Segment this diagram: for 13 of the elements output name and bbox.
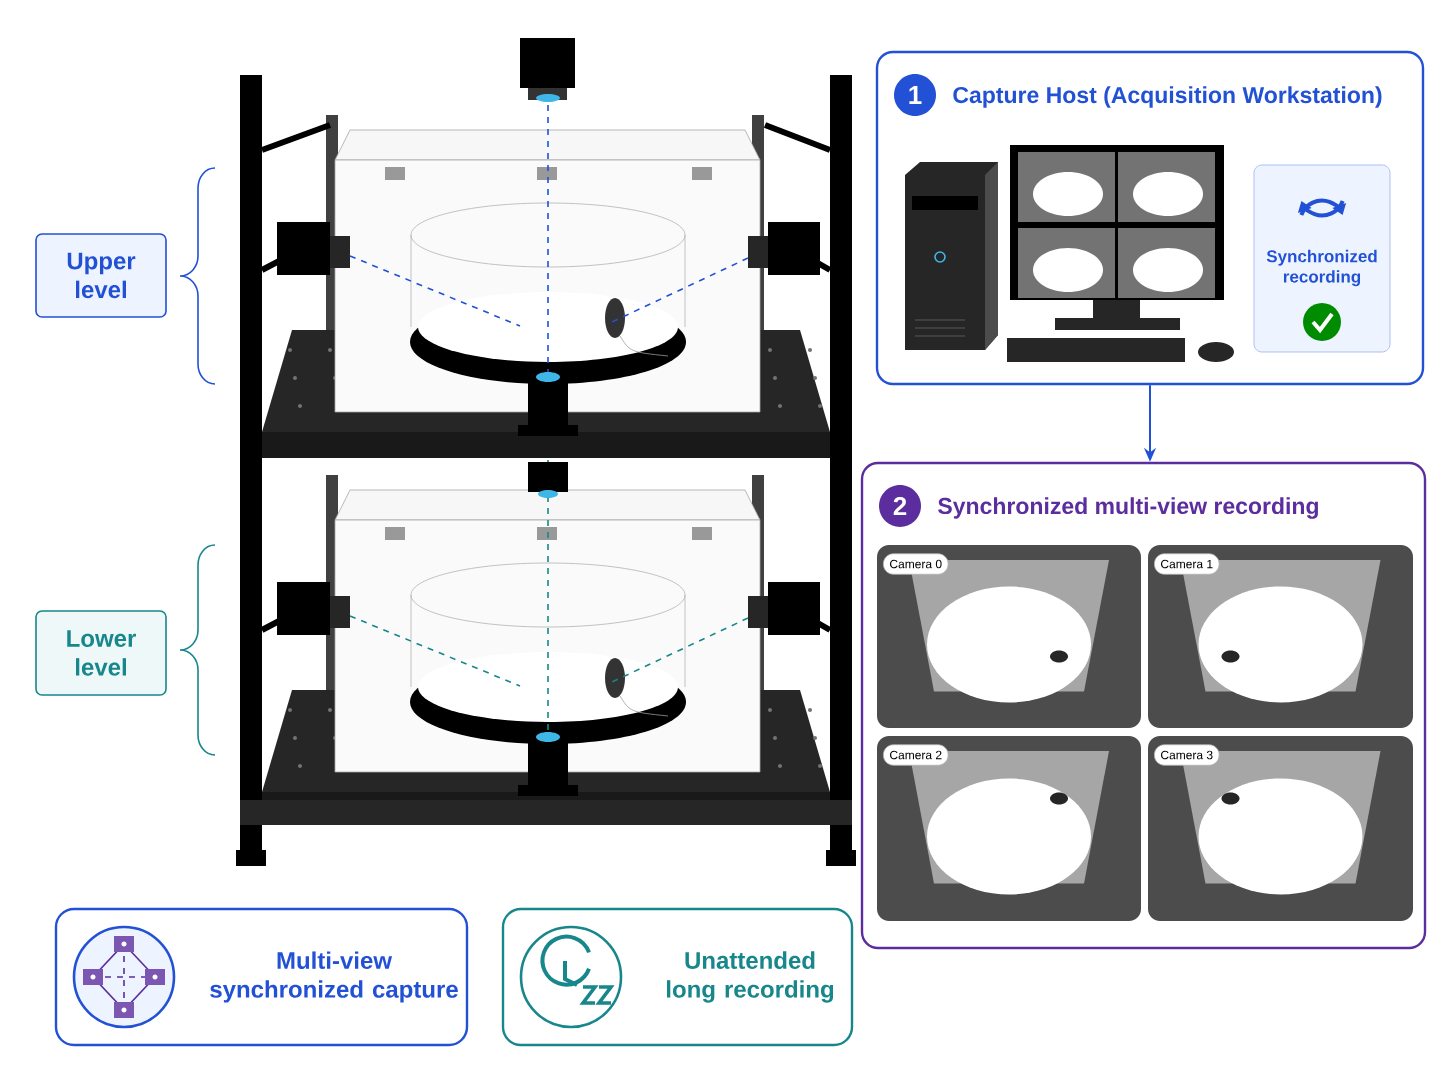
number-badge: 1 — [894, 74, 936, 116]
panel-title: Synchronized multi-view recording — [938, 497, 1318, 519]
status-box: Synchronized recording — [1253, 164, 1391, 353]
level-label-box: Lower level — [35, 610, 167, 696]
number-badge: 2 — [879, 485, 921, 527]
camera-label: Camera 1 — [1154, 553, 1220, 575]
camera-label: Camera 2 — [883, 744, 949, 766]
feature-card: Unattended long recording — [501, 907, 854, 1047]
camera-label: Camera 3 — [1154, 744, 1220, 766]
camera-label: Camera 0 — [883, 553, 949, 575]
panel-title: Capture Host (Acquisition Workstation) — [953, 86, 1382, 108]
level-label-box: Upper level — [35, 233, 167, 318]
feature-card: Multi-view synchronized capture — [54, 907, 469, 1047]
